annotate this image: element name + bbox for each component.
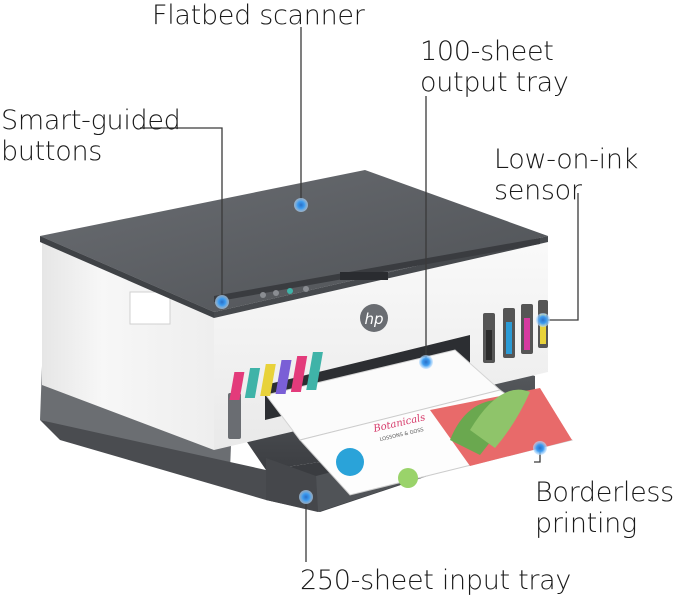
smart-buttons-label-line1: Smart-guided: [1, 105, 181, 136]
callout-lines: [140, 27, 579, 562]
hp-logo: hp: [360, 304, 388, 332]
scanner-callout-dot: [294, 198, 308, 212]
output-tray-label-line1: 100-sheet: [420, 36, 554, 67]
sensor-callout-dot: [536, 313, 550, 327]
flatbed-scanner-label: Flatbed scanner: [152, 0, 365, 31]
output-tray-label: 100-sheet output tray: [420, 36, 569, 98]
input-tray-callout-dot: [299, 490, 313, 504]
hp-logo-text: hp: [364, 310, 383, 328]
sensor-leader-line: [546, 193, 579, 321]
borderless-callout-dot: [533, 441, 547, 455]
ink-tanks: [483, 300, 548, 363]
input-tray-label: 250-sheet input tray: [300, 565, 572, 596]
buttons-callout-dot: [215, 295, 229, 309]
smart-buttons-label-line2: buttons: [1, 136, 103, 167]
smart-buttons-label: Smart-guided buttons: [1, 105, 181, 167]
borderless-label-line1: Borderless: [535, 477, 674, 508]
low-ink-sensor-label: Low-on-ink sensor: [494, 144, 638, 206]
low-ink-sensor-label-line1: Low-on-ink: [494, 144, 639, 175]
scanner-lid: [40, 170, 548, 318]
buttons-leader-line: [140, 127, 223, 300]
borderless-label-line2: printing: [535, 508, 637, 539]
callout-dots: [215, 198, 550, 504]
low-ink-sensor-label-line2: sensor: [494, 175, 582, 206]
borderless-printing-label: Borderless printing: [535, 477, 674, 539]
output-tray-callout-dot: [419, 355, 433, 369]
output-tray-label-line2: output tray: [420, 67, 569, 98]
printout: Botanicals LOSSONS & GOSS: [229, 349, 574, 496]
